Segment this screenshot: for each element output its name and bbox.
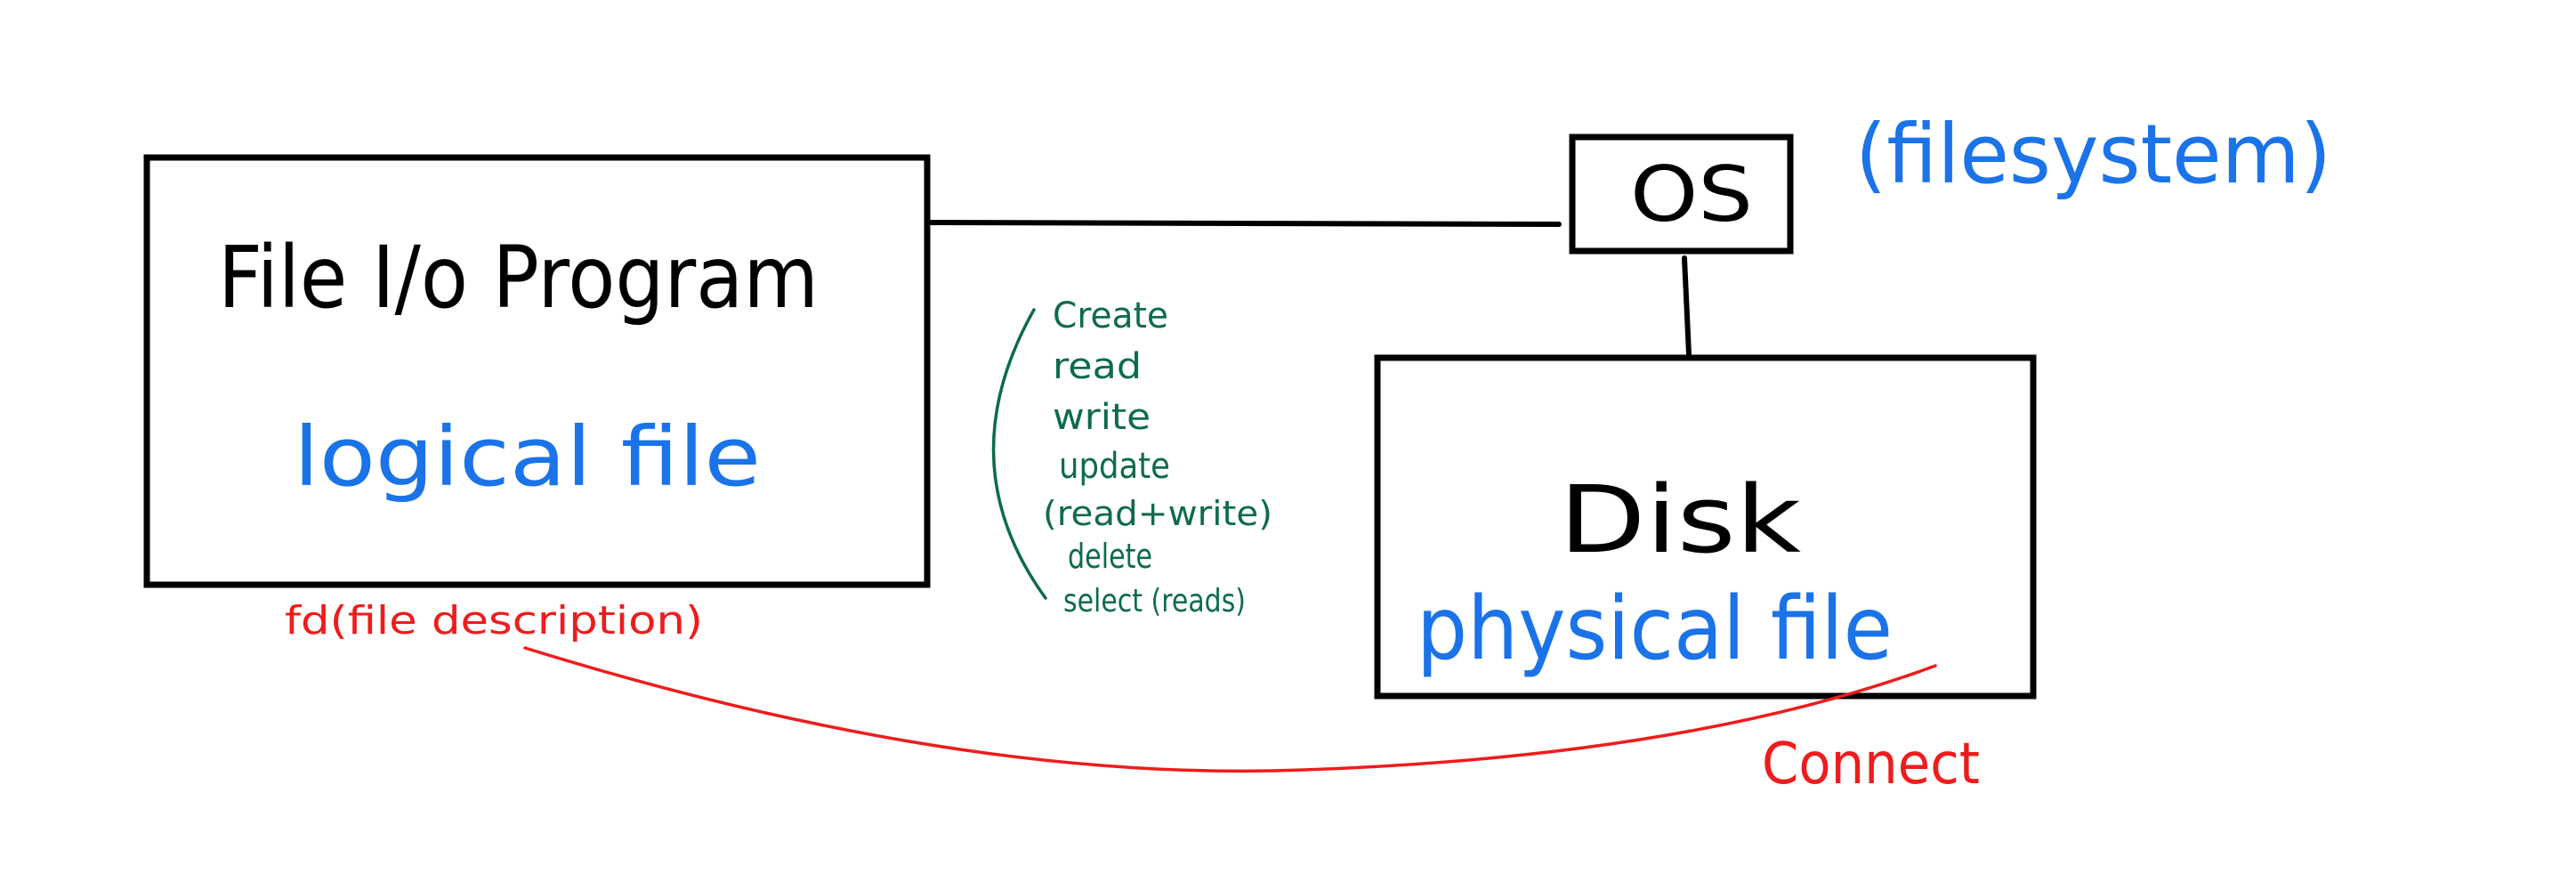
os-disk-connector [1682,255,1692,357]
logical-file-label: logical file [294,409,761,505]
program-os-connector [927,220,1562,227]
operation-update: update [1059,446,1170,487]
operations-list: Create read write update (read+write) de… [991,295,1272,619]
os-box: OS [1569,134,1794,255]
disk-box-frame [1374,354,2037,700]
fd-label: fd(file description) [285,598,703,643]
connect-label: Connect [1762,732,1980,797]
operation-delete: delete [1068,537,1152,576]
operation-select: select (reads) [1063,583,1246,619]
program-box-frame [143,154,931,588]
connect-curve [523,646,1937,773]
operation-create: Create [1053,295,1168,336]
filesystem-note: (filesystem) [1855,107,2331,202]
os-box-frame [1569,134,1794,255]
program-box-title: File I/o Program [218,228,819,328]
disk-box: Disk physical file [1374,354,2037,700]
fd-link: fd(file description) Connect [285,598,1980,797]
disk-title: Disk [1559,465,1801,574]
physical-file-label: physical file [1417,578,1893,680]
os-label: OS [1630,150,1753,239]
operation-read: read [1053,346,1142,387]
operation-write: write [1053,397,1151,438]
operation-read-write: (read+write) [1043,494,1272,533]
program-box: File I/o Program logical file [143,154,931,588]
operations-bracket [991,308,1047,600]
